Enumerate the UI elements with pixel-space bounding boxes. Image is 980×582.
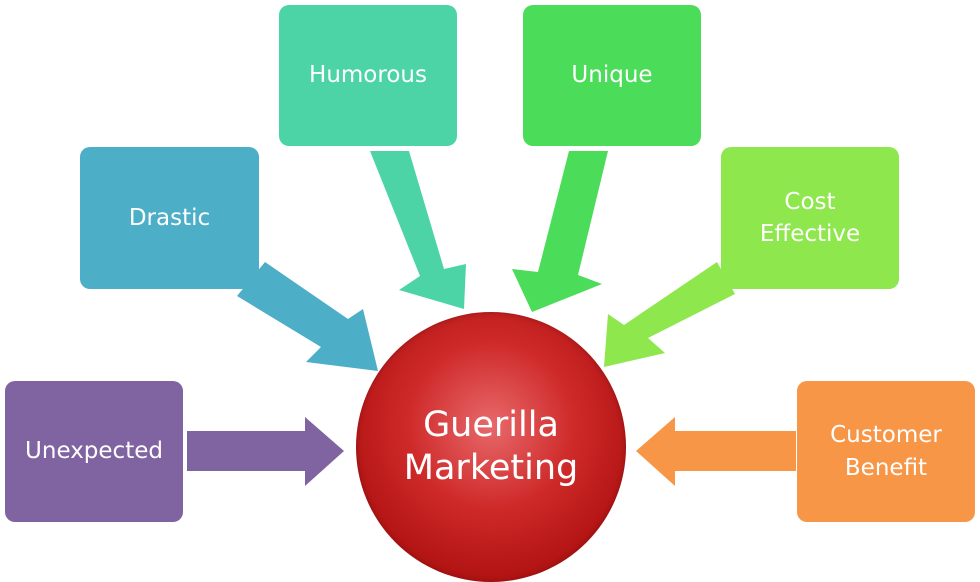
node-customer-benefit-line2: Benefit bbox=[844, 454, 928, 481]
arrow-drastic bbox=[237, 262, 378, 371]
center-label-line2: Marketing bbox=[403, 448, 579, 488]
node-customer-benefit: Customer Benefit bbox=[797, 381, 975, 522]
arrow-humorous bbox=[370, 151, 466, 309]
node-unexpected-label: Unexpected bbox=[25, 438, 163, 465]
node-customer-benefit-line1: Customer bbox=[830, 422, 942, 449]
node-unique: Unique bbox=[523, 5, 701, 146]
node-humorous-label: Humorous bbox=[309, 62, 427, 89]
node-drastic-label: Drastic bbox=[128, 204, 211, 231]
node-unexpected: Unexpected bbox=[5, 381, 183, 522]
arrow-unique bbox=[512, 151, 608, 312]
node-humorous: Humorous bbox=[279, 5, 457, 146]
arrow-cost-effective bbox=[604, 262, 735, 367]
node-drastic: Drastic bbox=[80, 147, 259, 289]
center-guerilla-marketing: Guerilla Marketing bbox=[356, 312, 626, 582]
node-cost-effective: Cost Effective bbox=[721, 147, 899, 289]
arrow-customer-benefit bbox=[636, 417, 796, 486]
node-cost-effective-line2: Effective bbox=[759, 221, 861, 247]
center-label-line1: Guerilla bbox=[423, 405, 559, 446]
node-cost-effective-line1: Cost bbox=[784, 188, 836, 215]
arrow-unexpected bbox=[187, 417, 344, 486]
node-unique-label: Unique bbox=[571, 62, 653, 89]
